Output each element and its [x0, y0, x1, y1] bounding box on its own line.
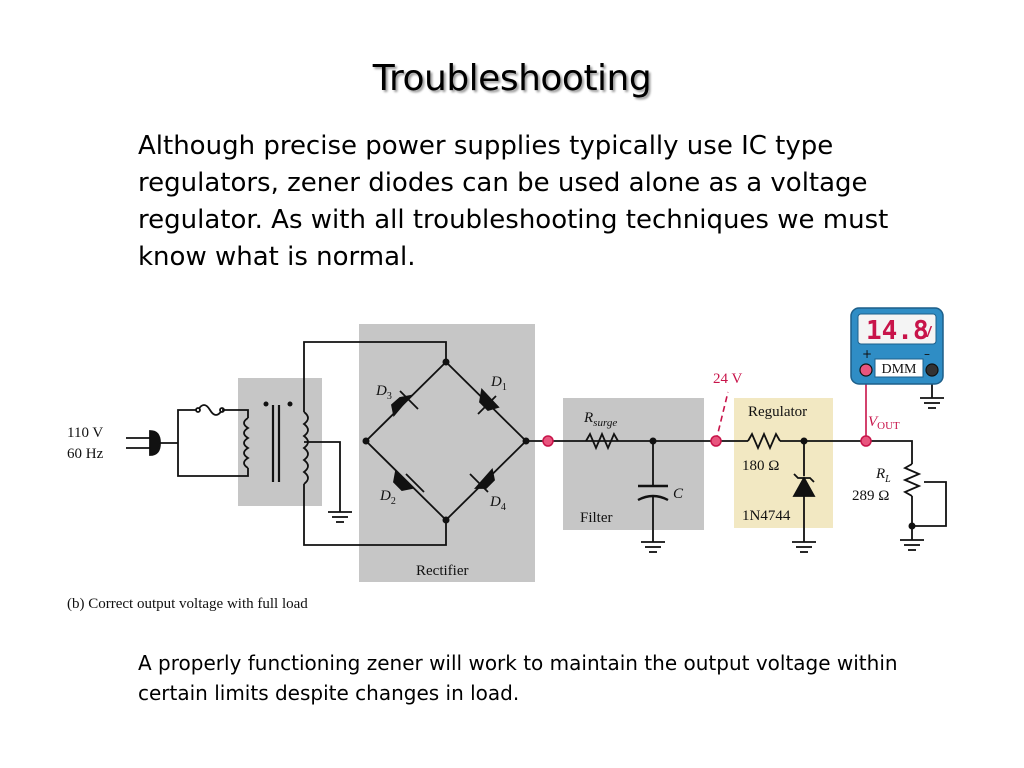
zener-part-number: 1N4744 [742, 508, 791, 524]
d2-label: D2 [379, 488, 396, 507]
diode-d1 [479, 388, 500, 412]
slide-title: Troubleshooting [372, 58, 652, 99]
regulator-block [734, 398, 833, 528]
series-resistor-value: 180 Ω [742, 458, 779, 474]
rl-label: RL [875, 466, 891, 485]
zener-regulator-circuit: 14.8 V + – DMM 110 V 60 Hz D3 D1 D2 D4 R… [67, 307, 947, 612]
intro-paragraph: Although precise power supplies typicall… [138, 131, 889, 272]
d1-label: D1 [490, 374, 507, 393]
rectifier-label: Rectifier [416, 563, 468, 579]
rectifier-block [359, 324, 535, 582]
dmm-minus-jack [925, 363, 939, 377]
regulator-label: Regulator [748, 404, 807, 420]
dmm-meter: 14.8 V + – DMM [850, 307, 944, 385]
rectifier-output-probe [542, 435, 554, 447]
dmm-display [857, 313, 937, 345]
filter-block [563, 398, 704, 530]
fuse-icon [197, 404, 223, 416]
diode-d2 [393, 469, 414, 491]
source-frequency-label: 60 Hz [67, 446, 104, 462]
filter-output-probe [710, 435, 722, 447]
footer-paragraph: A properly functioning zener will work t… [138, 651, 898, 705]
dmm-label: DMM [881, 362, 917, 377]
filter-label: Filter [580, 510, 613, 526]
transformer-secondary [302, 411, 309, 485]
diode-d3 [391, 394, 413, 418]
capacitor-label: C [673, 486, 684, 502]
vout-probe [860, 435, 872, 447]
d4-label: D4 [489, 494, 506, 513]
rsurge-label: Rsurge [583, 410, 617, 429]
load-resistor-value: 289 Ω [852, 488, 889, 504]
rsurge-resistor [585, 431, 619, 451]
source-voltage-label: 110 V [67, 425, 103, 441]
figure-caption: (b) Correct output voltage with full loa… [67, 596, 308, 612]
dmm-plus-jack [859, 363, 873, 377]
transformer-primary [243, 417, 250, 469]
d3-label: D3 [375, 383, 392, 402]
vout-label: VOUT [868, 414, 900, 432]
series-resistor [747, 431, 781, 451]
dmm-minus-terminal-label: – [924, 347, 930, 361]
dmm-plus-terminal-label: + [862, 347, 872, 361]
test-voltage-label: 24 V [713, 371, 742, 387]
ac-plug [149, 430, 161, 456]
dmm-unit: V [922, 323, 933, 341]
zener-diode [792, 476, 816, 497]
load-resistor [902, 463, 922, 497]
dmm-reading: 14.8 [866, 316, 929, 346]
